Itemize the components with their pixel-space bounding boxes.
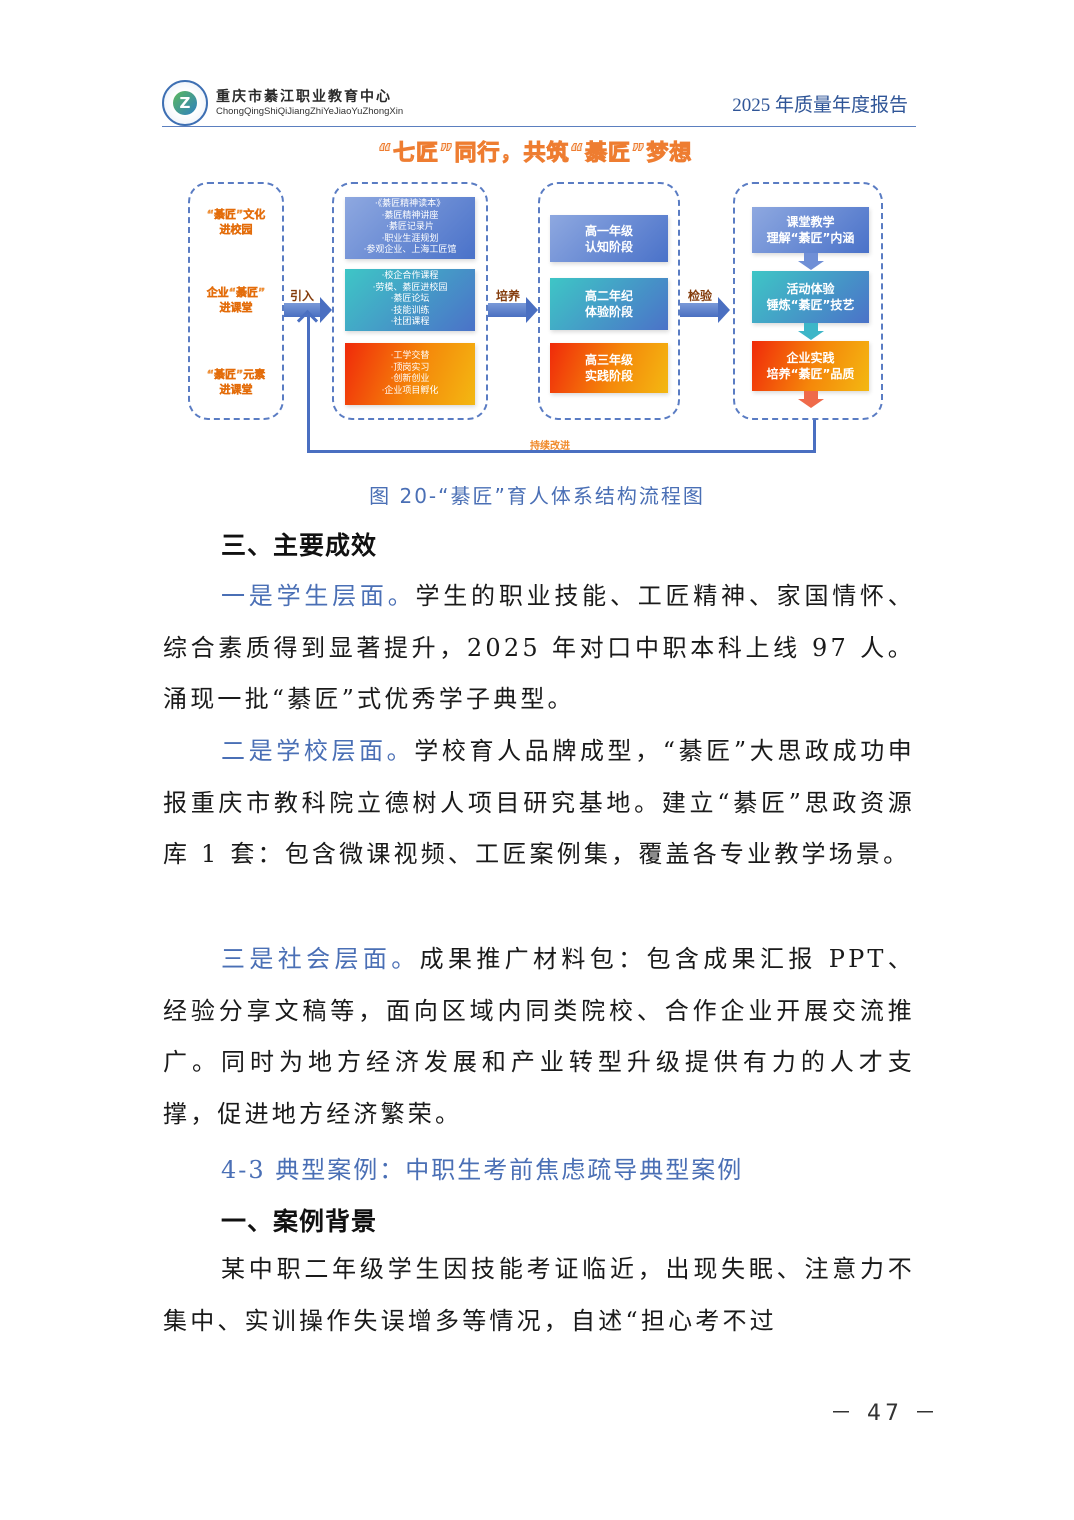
arrow-label-introduce: 引入: [290, 289, 315, 303]
source-item: “綦匠”元素进课堂: [206, 368, 266, 396]
flow-diagram: “七匠”同行，共筑“綦匠”梦想 “綦匠”文化进校园 企业“綦匠”进课堂 “綦匠”…: [180, 135, 890, 465]
arrow-right-icon: [488, 297, 538, 323]
paragraph-lead: 三是社会层面。: [221, 945, 420, 973]
page-number: － 47 －: [830, 1401, 940, 1426]
org-name-en: ChongQingShiQiJiangZhiYeJiaoYuZhongXin: [216, 106, 404, 117]
arrow-label-cultivate: 培养: [496, 289, 521, 303]
arrow-down-icon: [798, 253, 824, 270]
arrow-down-icon: [798, 323, 824, 340]
figure-caption: 图 20-“綦匠”育人体系结构流程图: [369, 484, 705, 508]
arrow-down-icon: [798, 391, 824, 408]
arrow-label-verify: 检验: [688, 289, 713, 303]
resource-box-practice: ·工学交替·顶岗实习 ·创新创业·企业项目孵化: [345, 343, 475, 405]
case-heading: 一、案例背景: [221, 1207, 378, 1236]
stage-box-grade2: 高二年纪体验阶段: [550, 278, 668, 330]
page-header: Z 重庆市綦江职业教育中心 ChongQingShiQiJiangZhiYeJi…: [162, 78, 916, 128]
case-paragraph: 某中职二年级学生因技能考证临近，出现失眠、注意力不集中、实训操作失误增多等情况，…: [163, 1255, 915, 1335]
arrow-up-icon: [307, 315, 310, 423]
paragraph-lead: 二是学校层面。: [221, 737, 415, 765]
stage-group: [538, 182, 680, 420]
report-title: 2025 年质量年度报告: [732, 95, 908, 116]
source-item: 企业“綦匠”进课堂: [206, 286, 266, 314]
resource-box-culture: ·《綦匠精神读本》·綦匠精神讲座 ·綦匠记录片·职业生涯规划 ·参观企业、上海工…: [345, 197, 475, 259]
feedback-label: 持续改进: [530, 441, 570, 452]
outcome-group: [733, 182, 883, 420]
outcome-box-enterprise: 企业实践培养“綦匠”品质: [752, 341, 869, 391]
org-name-cn: 重庆市綦江职业教育中心: [216, 89, 392, 105]
case-title: 4-3 典型案例：中职生考前焦虑疏导典型案例: [221, 1156, 744, 1184]
arrow-right-icon: [284, 297, 332, 323]
outcome-box-classroom: 课堂教学理解“綦匠”内涵: [752, 207, 869, 253]
paragraph-society: 三是社会层面。成果推广材料包：包含成果汇报 PPT、经验分享文稿等，面向区域内同…: [163, 945, 915, 1128]
paragraph-lead: 一是学生层面。: [221, 582, 416, 610]
header-divider: [162, 126, 916, 127]
resource-group: [332, 182, 488, 420]
school-emblem-icon: Z: [162, 80, 208, 126]
outcome-box-activity: 活动体验锤炼“綦匠”技艺: [752, 271, 869, 323]
paragraph-school: 二是学校层面。学校育人品牌成型，“綦匠”大思政成功申报重庆市教科院立德树人项目研…: [163, 737, 915, 868]
arrow-right-icon: [680, 297, 730, 323]
source-group: [188, 182, 284, 420]
stage-box-grade1: 高一年级认知阶段: [550, 215, 668, 262]
section-heading: 三、主要成效: [221, 531, 378, 560]
diagram-title: “七匠”同行，共筑“綦匠”梦想: [377, 141, 693, 167]
source-item: “綦匠”文化进校园: [206, 208, 266, 236]
feedback-loop-line: [307, 420, 816, 453]
paragraph-student: 一是学生层面。学生的职业技能、工匠精神、家国情怀、综合素质得到显著提升，2025…: [163, 582, 915, 713]
resource-box-enterprise: ·校企合作课程·劳模、綦匠进校园 ·綦匠论坛·技能训练 ·社团课程: [345, 269, 475, 331]
stage-box-grade3: 高三年级实践阶段: [550, 343, 668, 393]
